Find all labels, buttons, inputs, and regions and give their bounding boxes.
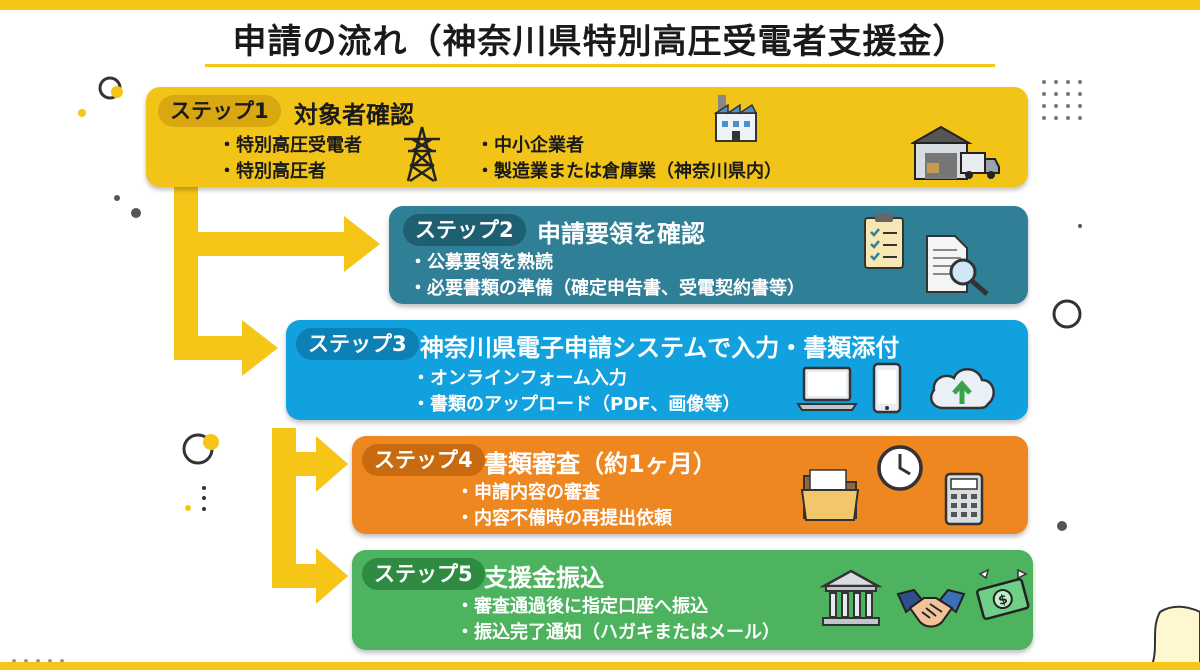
factory-icon — [713, 95, 758, 142]
list-item: 振込完了通知（ハガキまたはメール） — [456, 620, 780, 646]
list-item: 書類のアップロード（PDF、画像等） — [412, 392, 740, 418]
cloud-upload-icon — [930, 368, 995, 410]
document-magnifier-icon — [926, 235, 989, 296]
step-1-bullets-right: 中小企業者 製造業または倉庫業（神奈川県内） — [476, 133, 782, 185]
step-2-badge: ステップ2 — [403, 214, 526, 246]
list-item: 公募要領を熟読 — [409, 250, 805, 276]
step-4-bullets: 申請内容の審査 内容不備時の再提出依頼 — [456, 480, 672, 532]
list-item: 審査通過後に指定口座へ振込 — [456, 594, 780, 620]
list-item: 製造業または倉庫業（神奈川県内） — [476, 159, 782, 185]
step-5-bullets: 審査通過後に指定口座へ振込 振込完了通知（ハガキまたはメール） — [456, 594, 780, 646]
transmission-tower-icon — [404, 126, 440, 183]
step-2-bullets: 公募要領を熟読 必要書類の準備（確定申告書、受電契約書等） — [409, 250, 805, 302]
step-1-badge: ステップ1 — [158, 95, 281, 127]
step-1-bullets-left: 特別高圧受電者 特別高圧者 — [218, 133, 362, 185]
title-underline — [205, 64, 995, 67]
step-3-title: 神奈川県電子申請システムで入力・書類添付 — [420, 334, 900, 362]
svg-text:$: $ — [997, 592, 1010, 609]
step-5-title: 支援金振込 — [484, 564, 604, 592]
step-2-title: 申請要領を確認 — [537, 220, 705, 248]
smartphone-icon — [872, 362, 902, 414]
folder-icon — [800, 469, 860, 521]
bank-icon — [820, 569, 882, 626]
step-5-card: ステップ5 支援金振込 審査通過後に指定口座へ振込 振込完了通知（ハガキまたはメ… — [352, 550, 1033, 650]
step-4-badge: ステップ4 — [362, 444, 485, 476]
list-item: 必要書類の準備（確定申告書、受電契約書等） — [409, 276, 805, 302]
laptop-icon — [796, 366, 858, 411]
list-item: 中小企業者 — [476, 133, 782, 159]
clock-icon — [877, 445, 923, 491]
list-item: 申請内容の審査 — [456, 480, 672, 506]
calculator-icon — [944, 472, 984, 526]
step-2-card: ステップ2 申請要領を確認 公募要領を熟読 必要書類の準備（確定申告書、受電契約… — [389, 206, 1028, 304]
list-item: 内容不備時の再提出依頼 — [456, 506, 672, 532]
step-4-card: ステップ4 書類審査（約1ヶ月） 申請内容の審査 内容不備時の再提出依頼 — [352, 436, 1028, 534]
top-accent-bar — [0, 0, 1200, 10]
page-title: 申請の流れ（神奈川県特別高圧受電者支援金） — [232, 22, 968, 62]
warehouse-truck-icon — [911, 125, 1000, 180]
step-3-badge: ステップ3 — [296, 328, 419, 360]
step-1-card: ステップ1 対象者確認 特別高圧受電者 特別高圧者 中小企業者 製造業または倉庫… — [146, 87, 1028, 187]
flying-money-icon: $ — [976, 568, 1030, 621]
step-3-card: ステップ3 神奈川県電子申請システムで入力・書類添付 オンラインフォーム入力 書… — [286, 320, 1028, 420]
step-1-title: 対象者確認 — [294, 101, 414, 129]
clipboard-checklist-icon — [864, 214, 904, 269]
step-4-title: 書類審査（約1ヶ月） — [484, 450, 717, 478]
list-item: 特別高圧者 — [218, 159, 362, 185]
step-3-bullets: オンラインフォーム入力 書類のアップロード（PDF、画像等） — [412, 366, 740, 418]
step-5-badge: ステップ5 — [362, 558, 485, 590]
handshake-icon — [896, 588, 966, 628]
list-item: オンラインフォーム入力 — [412, 366, 740, 392]
bottom-accent-bar — [0, 662, 1200, 670]
list-item: 特別高圧受電者 — [218, 133, 362, 159]
